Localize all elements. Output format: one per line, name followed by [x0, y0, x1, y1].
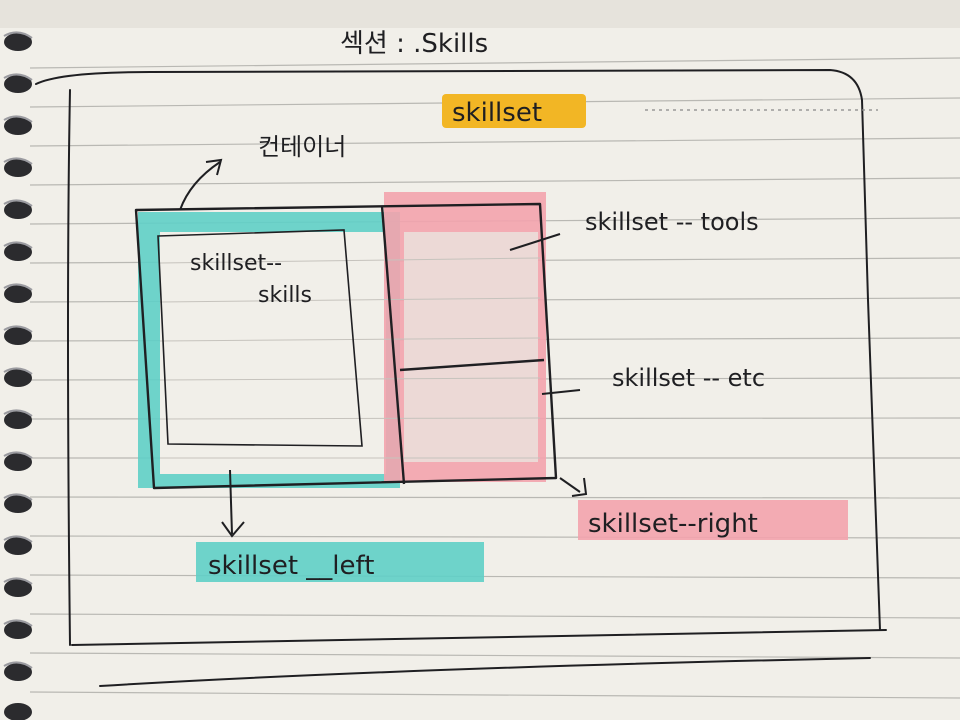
container-arrow-head: [205, 158, 223, 176]
etc-leader-line: [541, 389, 581, 395]
right-pink-inner: [404, 232, 538, 462]
skillset-left-block: [138, 212, 400, 488]
paper-shadow-top: [0, 0, 960, 28]
container-arrow: [179, 161, 221, 211]
left-arrow-head: [221, 521, 245, 538]
right-label: skillset--right: [588, 509, 758, 539]
left-label: skillset __left: [208, 551, 374, 581]
container-class-highlight: [442, 94, 586, 128]
right-label-highlight: [578, 500, 848, 540]
outer-frame: [35, 68, 887, 687]
right-arrow: [559, 477, 581, 493]
container-label: 컨테이너: [258, 133, 346, 161]
left-teal-inner: [160, 232, 386, 474]
tools-leader-line: [509, 233, 561, 251]
right-arrow-head: [571, 477, 588, 497]
left-label-highlight: [196, 542, 484, 582]
container-class-name: skillset: [452, 98, 542, 128]
skills-label-line2: skills: [258, 283, 312, 308]
skillset-right-block: [384, 192, 546, 482]
container-outline: [134, 202, 558, 490]
tools-label: skillset -- tools: [585, 208, 759, 236]
skills-label-line1: skillset--: [190, 251, 282, 276]
skills-box: [157, 229, 363, 447]
page-heading: 섹션 : .Skills: [340, 29, 488, 59]
etc-label: skillset -- etc: [612, 364, 765, 392]
spiral-binding: [3, 31, 33, 720]
left-arrow: [229, 469, 233, 535]
